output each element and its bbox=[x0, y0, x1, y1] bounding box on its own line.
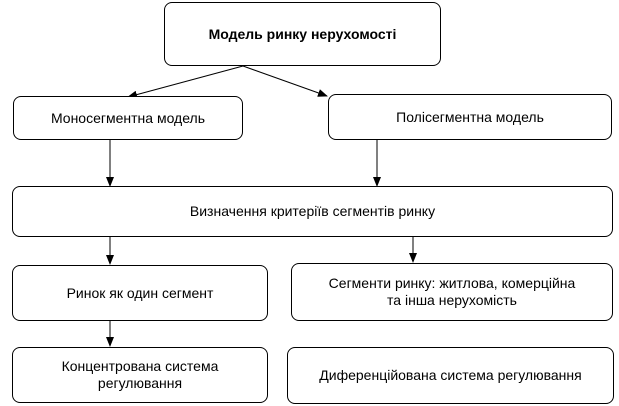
concentrated-label-line2: регулювання bbox=[97, 375, 183, 391]
one-segment-label: Ринок як один сегмент bbox=[66, 284, 214, 301]
poly-model-label: Полісегментна модель bbox=[396, 108, 544, 125]
segments-text: Сегменти ринку: житлова, комерційна та і… bbox=[329, 275, 576, 309]
arrow-title-to-mono bbox=[127, 65, 244, 99]
criteria-node: Визначення критеріїв сегментів ринку bbox=[12, 186, 613, 237]
concentrated-node: Концентрована система регулювання bbox=[12, 347, 268, 403]
segments-label-line2: та інша нерухомість bbox=[387, 292, 517, 308]
mono-model-label: Моносегментна модель bbox=[50, 109, 206, 126]
differentiated-label: Диференційована система регулювання bbox=[319, 367, 582, 383]
title-node: Модель ринку нерухомості bbox=[164, 2, 441, 66]
segments-label-line1: Сегменти ринку: житлова, комерційна bbox=[328, 275, 576, 291]
concentrated-label-line1: Концентрована система bbox=[61, 358, 219, 374]
arrow-title-to-poly bbox=[242, 65, 328, 97]
concentrated-text: Концентрована система регулювання bbox=[62, 358, 219, 392]
differentiated-node: Диференційована система регулювання bbox=[287, 347, 614, 404]
mono-model-node: Моносегментна модель bbox=[13, 96, 243, 140]
poly-model-node: Полісегментна модель bbox=[328, 94, 612, 140]
segments-node: Сегменти ринку: житлова, комерційна та і… bbox=[291, 263, 613, 321]
title-node-label: Модель ринку нерухомості bbox=[208, 25, 397, 42]
one-segment-node: Ринок як один сегмент bbox=[12, 265, 268, 321]
criteria-label: Визначення критеріїв сегментів ринку bbox=[189, 203, 436, 219]
